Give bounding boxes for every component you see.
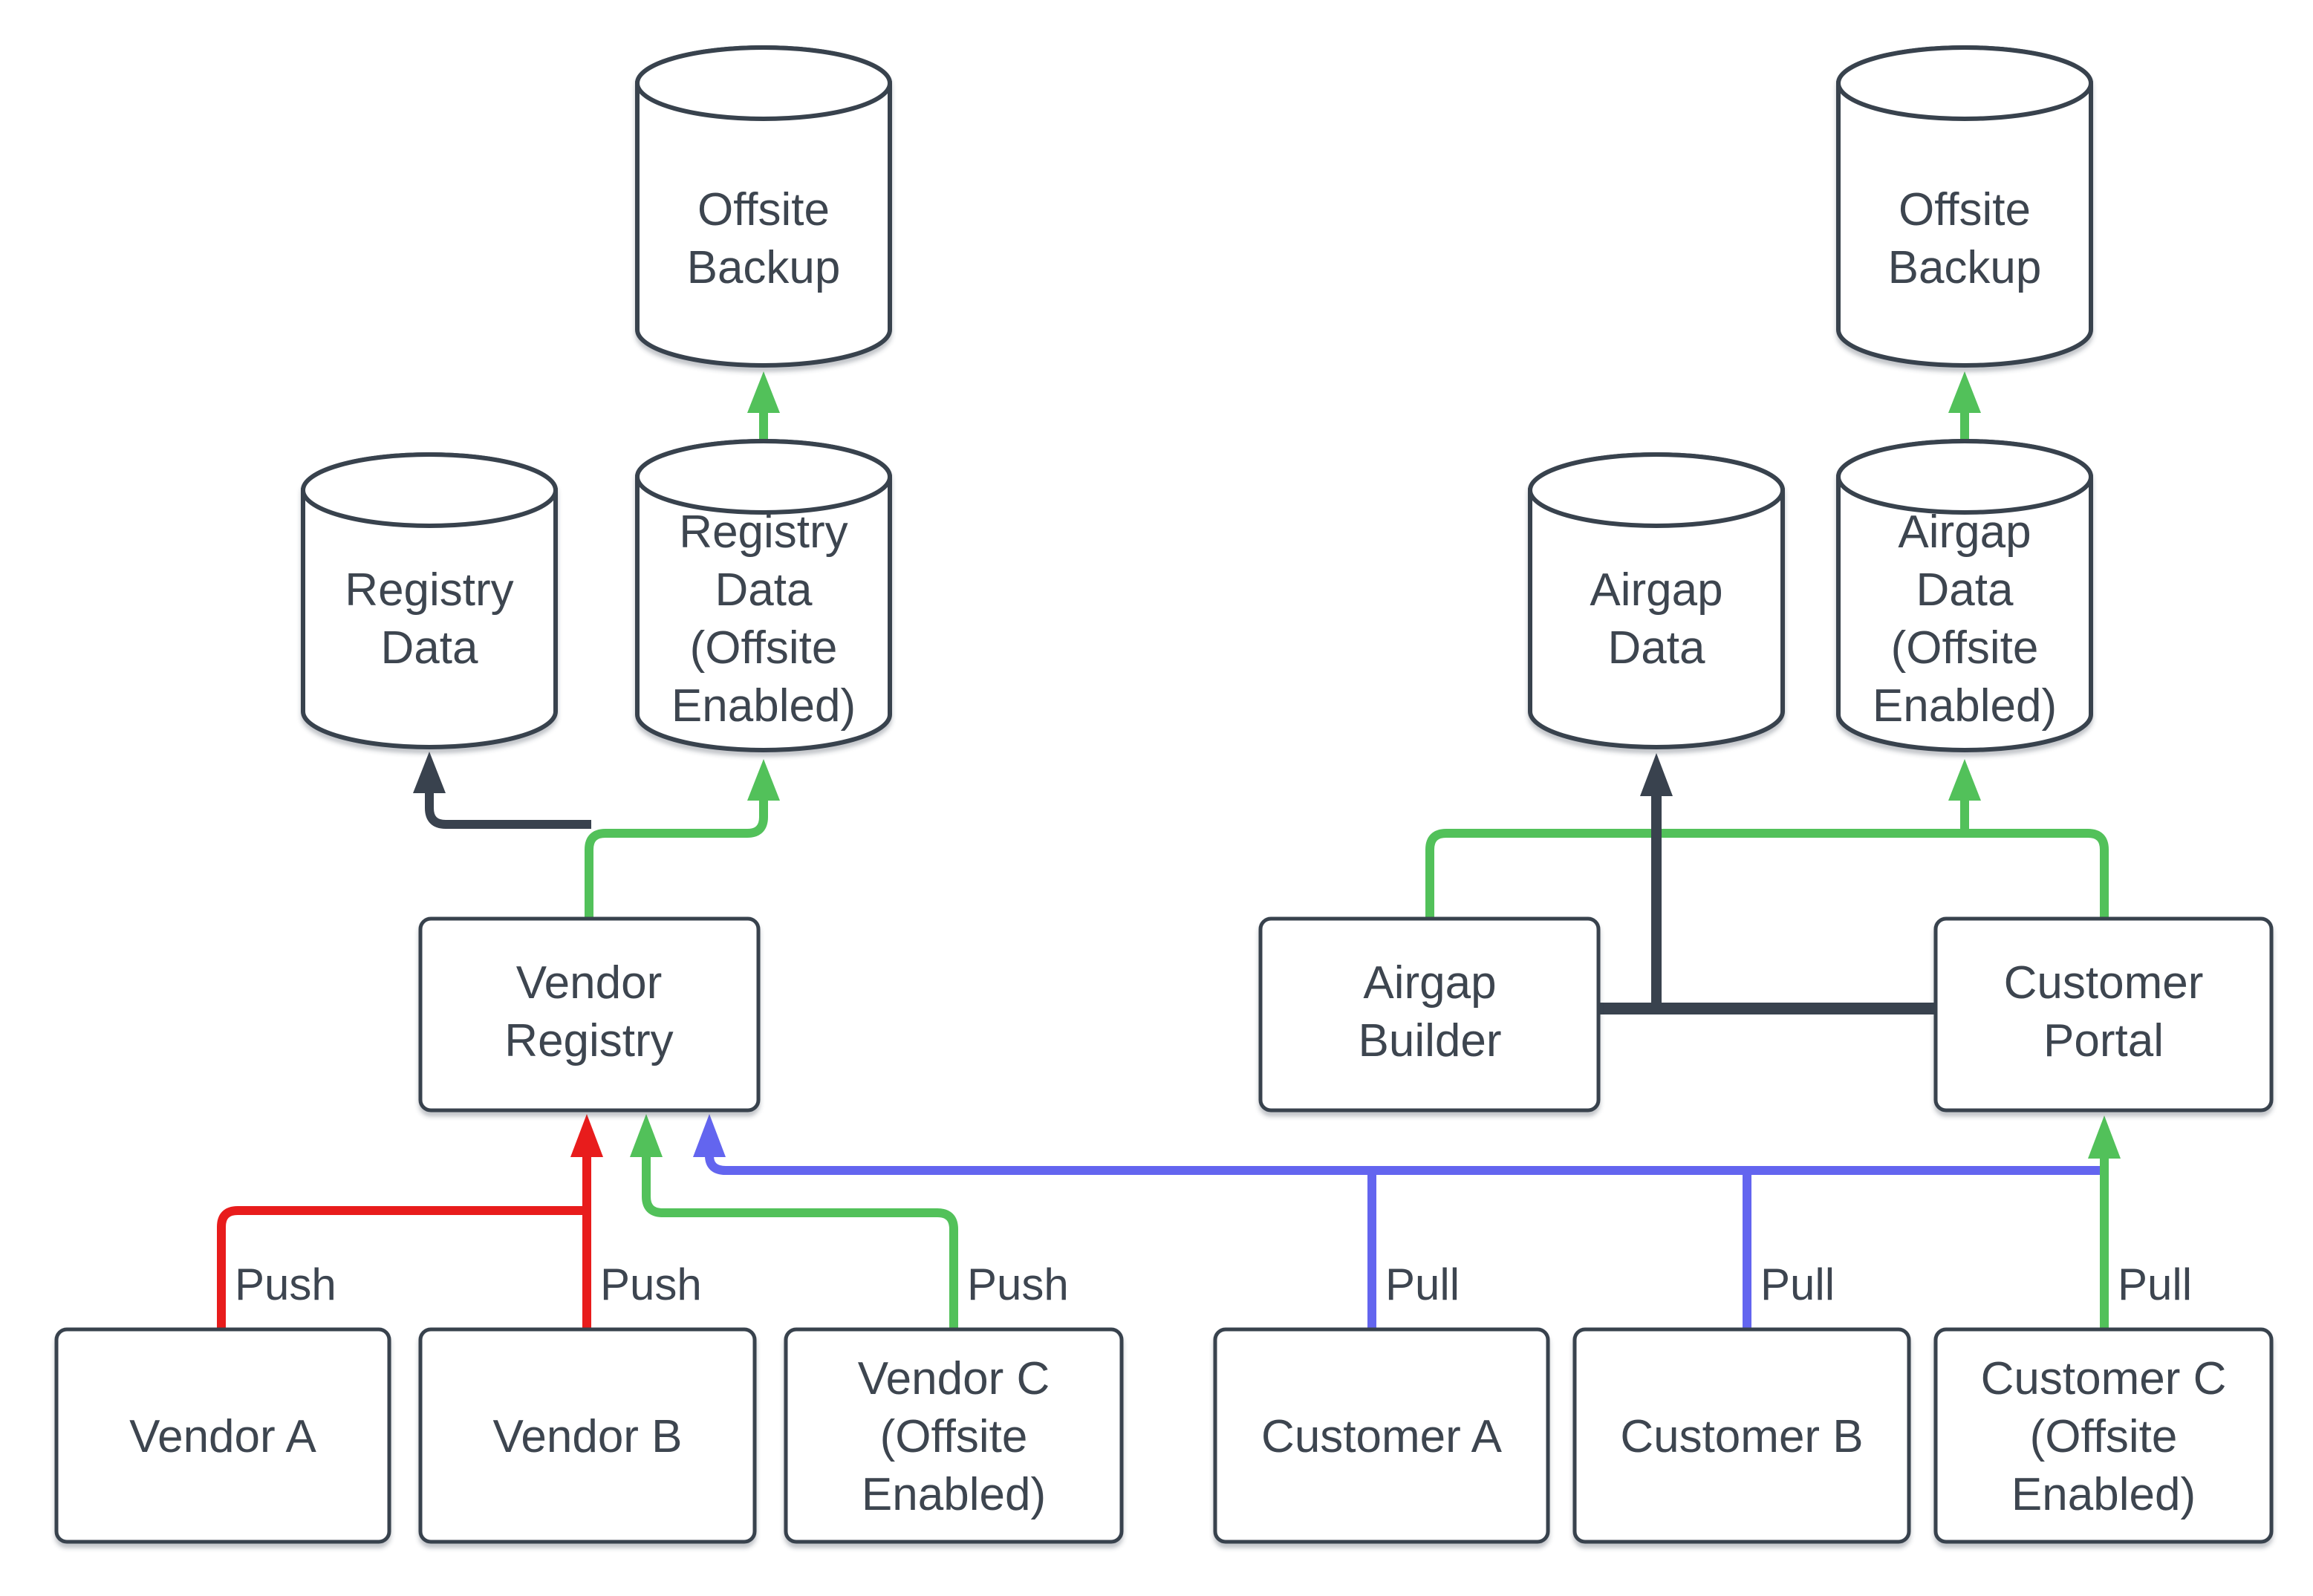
arrowhead-blue-into-vendor-registry: [693, 1114, 726, 1157]
node-customer-portal: Customer Portal: [1933, 916, 2274, 1113]
node-vendor-a: Vendor A: [54, 1327, 391, 1544]
offsite-backup-left-label-line1: Offsite: [697, 184, 830, 235]
vendor-c-box: [784, 1327, 1124, 1544]
vendor-a-label: Vendor A: [129, 1411, 316, 1462]
registry-data-label-line2: Data: [381, 622, 478, 674]
offsite-backup-left-cylinder-top: [635, 45, 892, 121]
edge-pull-blue-main: [705, 1155, 2104, 1175]
arrowhead-green-into-offsite-backup-right: [1948, 371, 1981, 413]
vendor-c-label-line1: Vendor C: [858, 1353, 1050, 1404]
node-vendor-b: Vendor B: [418, 1327, 757, 1544]
customer-portal-label-line1: Customer: [2004, 957, 2204, 1009]
airgap-data-offsite-label-line1: Airgap: [1898, 507, 2031, 558]
node-vendor-registry: Vendor Registry: [418, 916, 761, 1113]
node-customer-b: Customer B: [1572, 1327, 1911, 1544]
edge-dark-registry-data: [425, 793, 591, 829]
vendor-c-label-line3: Enabled): [862, 1469, 1046, 1520]
registry-data-offsite-label-line2: Data: [715, 564, 813, 616]
arrowhead-green-into-customer-portal: [2088, 1115, 2121, 1159]
customer-b-box: [1572, 1327, 1911, 1544]
edge-backup-right: [1948, 371, 1981, 443]
edge-push-green-vendor-c-line: [642, 1157, 958, 1329]
node-airgap-builder: Airgap Builder: [1258, 916, 1601, 1113]
registry-data-offsite-label-line3: (Offsite: [690, 622, 838, 674]
edge-push-red: [217, 1114, 603, 1329]
node-customer-a: Customer A: [1213, 1327, 1550, 1544]
airgap-builder-label-line2: Builder: [1359, 1015, 1502, 1066]
arrowhead-green-into-airgap-data-offsite: [1948, 759, 1981, 801]
airgap-data-offsite-cylinder-top: [1836, 439, 2093, 515]
vendor-c-label-line2: (Offsite: [880, 1411, 1028, 1462]
edge-backup-left: [747, 371, 780, 443]
edge-pull-green-customer-c: [2088, 1115, 2121, 1329]
airgap-data-label-line1: Airgap: [1590, 564, 1722, 616]
customer-portal-label-line2: Portal: [2043, 1015, 2164, 1066]
customer-c-box: [1933, 1327, 2274, 1544]
arrowhead-dark-into-registry-data: [413, 752, 446, 793]
label-pull-customer-b: Pull: [1760, 1260, 1835, 1309]
label-push-vendor-b: Push: [600, 1260, 702, 1309]
airgap-data-label-line2: Data: [1608, 622, 1705, 674]
node-airgap-data-offsite: Airgap Data (Offsite Enabled): [1836, 439, 2093, 752]
offsite-backup-right-label-line2: Backup: [1888, 242, 2042, 293]
edge-pull-blue: [693, 1114, 2104, 1329]
airgap-builder-label-line1: Airgap: [1363, 957, 1496, 1009]
vendor-registry-box: [418, 916, 761, 1113]
arrowhead-green-into-registry-data-offsite: [747, 759, 780, 801]
customer-c-label-line2: (Offsite: [2030, 1411, 2178, 1462]
node-customer-c: Customer C (Offsite Enabled): [1933, 1327, 2274, 1544]
edge-green-registry-offsite: [585, 801, 768, 919]
registry-data-cylinder-top: [301, 452, 558, 528]
airgap-data-offsite-label-line2: Data: [1916, 564, 2014, 616]
label-pull-customer-a: Pull: [1385, 1260, 1460, 1309]
node-registry-data: Registry Data: [301, 452, 558, 749]
node-offsite-backup-left: Offsite Backup: [635, 45, 892, 368]
registry-data-offsite-label-line4: Enabled): [671, 680, 856, 732]
airgap-data-cylinder-top: [1528, 452, 1785, 528]
arrowhead-green-into-offsite-backup-left: [747, 371, 780, 413]
vendor-registry-label-line1: Vendor: [516, 957, 663, 1009]
customer-portal-box: [1933, 916, 2274, 1113]
edge-offsite-net-right: [1425, 759, 2109, 919]
node-airgap-data: Airgap Data: [1528, 452, 1785, 749]
label-push-vendor-a: Push: [235, 1260, 336, 1309]
customer-c-label-line1: Customer C: [1981, 1353, 2227, 1404]
airgap-data-offsite-label-line3: (Offsite: [1891, 622, 2039, 674]
arrowhead-dark-into-airgap-data: [1640, 753, 1673, 796]
vendor-b-label: Vendor B: [492, 1411, 682, 1462]
arrowhead-green-into-vendor-registry: [630, 1114, 663, 1157]
label-push-vendor-c: Push: [967, 1260, 1069, 1309]
registry-data-offsite-cylinder-top: [635, 439, 892, 515]
edge-push-red-vendor-a: [217, 1206, 587, 1329]
vendor-a-box: [54, 1327, 391, 1544]
offsite-backup-left-label-line2: Backup: [687, 242, 841, 293]
customer-a-label: Customer A: [1261, 1411, 1503, 1462]
edge-green-builder-portal: [1425, 829, 2109, 919]
registry-data-label-line1: Registry: [345, 564, 513, 616]
customer-a-box: [1213, 1327, 1550, 1544]
edge-airgap-dark: [1598, 753, 1936, 1014]
airgap-builder-box: [1258, 916, 1601, 1113]
vendor-b-box: [418, 1327, 757, 1544]
registry-data-offsite-label-line1: Registry: [679, 507, 848, 558]
airgap-data-offsite-label-line4: Enabled): [1873, 680, 2057, 732]
node-vendor-c: Vendor C (Offsite Enabled): [784, 1327, 1124, 1544]
arrowhead-red-into-vendor-registry: [570, 1114, 603, 1157]
offsite-backup-right-cylinder-top: [1836, 45, 2093, 121]
edge-push-green-vendor-c: [630, 1114, 958, 1329]
offsite-backup-right-label-line1: Offsite: [1899, 184, 2031, 235]
node-registry-data-offsite: Registry Data (Offsite Enabled): [635, 439, 892, 752]
edge-registry-split: [413, 752, 780, 919]
label-pull-customer-c: Pull: [2118, 1260, 2192, 1309]
customer-b-label: Customer B: [1620, 1411, 1863, 1462]
customer-c-label-line3: Enabled): [2011, 1469, 2196, 1520]
node-offsite-backup-right: Offsite Backup: [1836, 45, 2093, 368]
vendor-registry-label-line2: Registry: [504, 1015, 673, 1066]
